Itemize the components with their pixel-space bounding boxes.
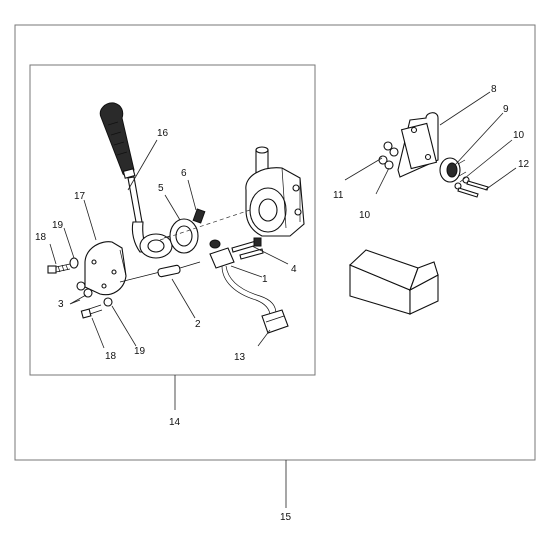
callout-17: 17	[74, 191, 86, 202]
callout-4: 4	[291, 264, 297, 275]
callout-15: 15	[280, 512, 292, 523]
leader-lines	[49, 91, 517, 508]
callout-18-upper: 18	[35, 232, 47, 243]
callout-10-lower: 10	[359, 210, 371, 221]
callout-5: 5	[158, 183, 164, 194]
callout-labels: 1 2 3 4 5 6 8 9 10 10 11 12 13 14 15 16 …	[35, 84, 530, 523]
part-12-bolts	[457, 180, 489, 198]
part-8-bracket	[397, 112, 439, 178]
part-19-washer-upper	[69, 257, 79, 269]
callout-19-lower: 19	[134, 346, 146, 357]
callout-14: 14	[169, 417, 181, 428]
callout-13: 13	[234, 352, 246, 363]
callout-3: 3	[58, 299, 64, 310]
callout-6: 6	[181, 168, 187, 179]
part-17-plate	[84, 241, 127, 296]
carton-box	[349, 249, 439, 315]
part-10-11-nuts	[378, 141, 399, 170]
part-2-rod	[119, 261, 201, 283]
part-6-screw	[192, 208, 206, 224]
part-4-bolts	[231, 237, 264, 260]
assembly-axis	[159, 209, 251, 241]
callout-9: 9	[503, 104, 509, 115]
callout-19-upper: 19	[52, 220, 64, 231]
part-13-harness	[221, 265, 289, 334]
part-9-rotary-switch	[439, 157, 467, 183]
callout-12: 12	[518, 159, 530, 170]
part-16-lever	[99, 102, 173, 259]
callout-10-right: 10	[513, 130, 525, 141]
callout-8: 8	[491, 84, 497, 95]
part-1-switch	[209, 239, 235, 269]
part-19-washer-lower	[103, 297, 113, 307]
inner-kit-frame	[29, 64, 316, 376]
housing-assembly	[245, 146, 305, 237]
callout-16: 16	[157, 128, 169, 139]
outer-assembly-frame	[14, 24, 536, 461]
part-18-bolt-lower	[80, 304, 103, 319]
callout-2: 2	[195, 319, 201, 330]
callout-1: 1	[262, 274, 268, 285]
callout-11: 11	[333, 190, 344, 201]
part-3-nuts	[76, 281, 93, 298]
part-18-bolt-upper	[47, 263, 71, 274]
callout-18-lower: 18	[105, 351, 117, 362]
